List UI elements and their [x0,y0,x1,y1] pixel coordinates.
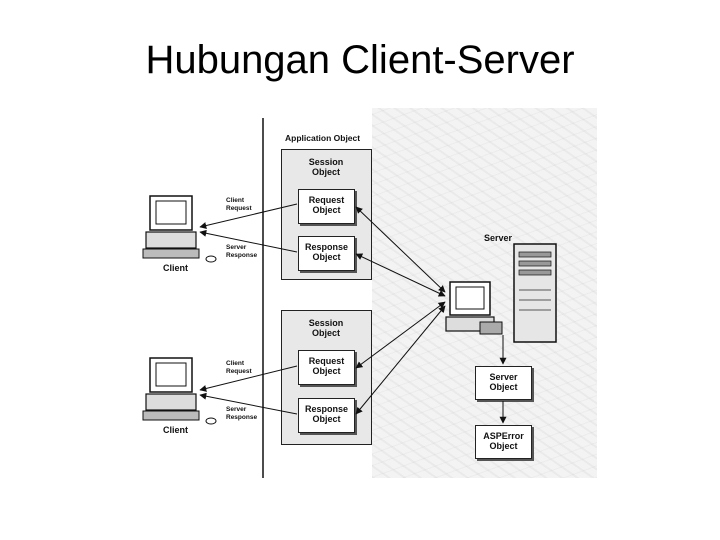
client-label-1: Client [163,263,189,273]
client-label-2: Client [163,425,189,435]
server-object-label: Server Object [489,372,518,392]
response-object-label-1: Response Object [304,242,348,262]
server-response-label-2: Server Response [226,406,258,421]
request-object-box-2 [298,350,355,385]
request-object-label-2: Request Object [308,356,345,376]
client-computer-icon-2 [142,357,217,425]
scan-background [372,108,597,478]
server-response-label-1: Server Response [226,244,258,259]
response-object-box-1 [298,236,355,271]
server-label: Server [484,233,513,243]
response-object-label-2: Response Object [304,404,348,424]
session-object-label-1: Session Object [308,157,344,177]
application-object-label: Application Object [285,133,361,143]
asperror-object-label: ASPError Object [483,431,524,451]
client-request-label-1: Client Request [226,197,252,212]
session-object-label-2: Session Object [308,318,344,338]
client-request-label-2: Client Request [226,360,252,375]
request-object-label-1: Request Object [308,195,345,215]
asperror-object-box [475,425,532,459]
client-computer-icon-1 [142,195,217,263]
slide-title: Hubungan Client-Server [145,38,575,82]
request-object-box-1 [298,189,355,224]
response-object-box-2 [298,398,355,433]
server-object-box [475,366,532,400]
